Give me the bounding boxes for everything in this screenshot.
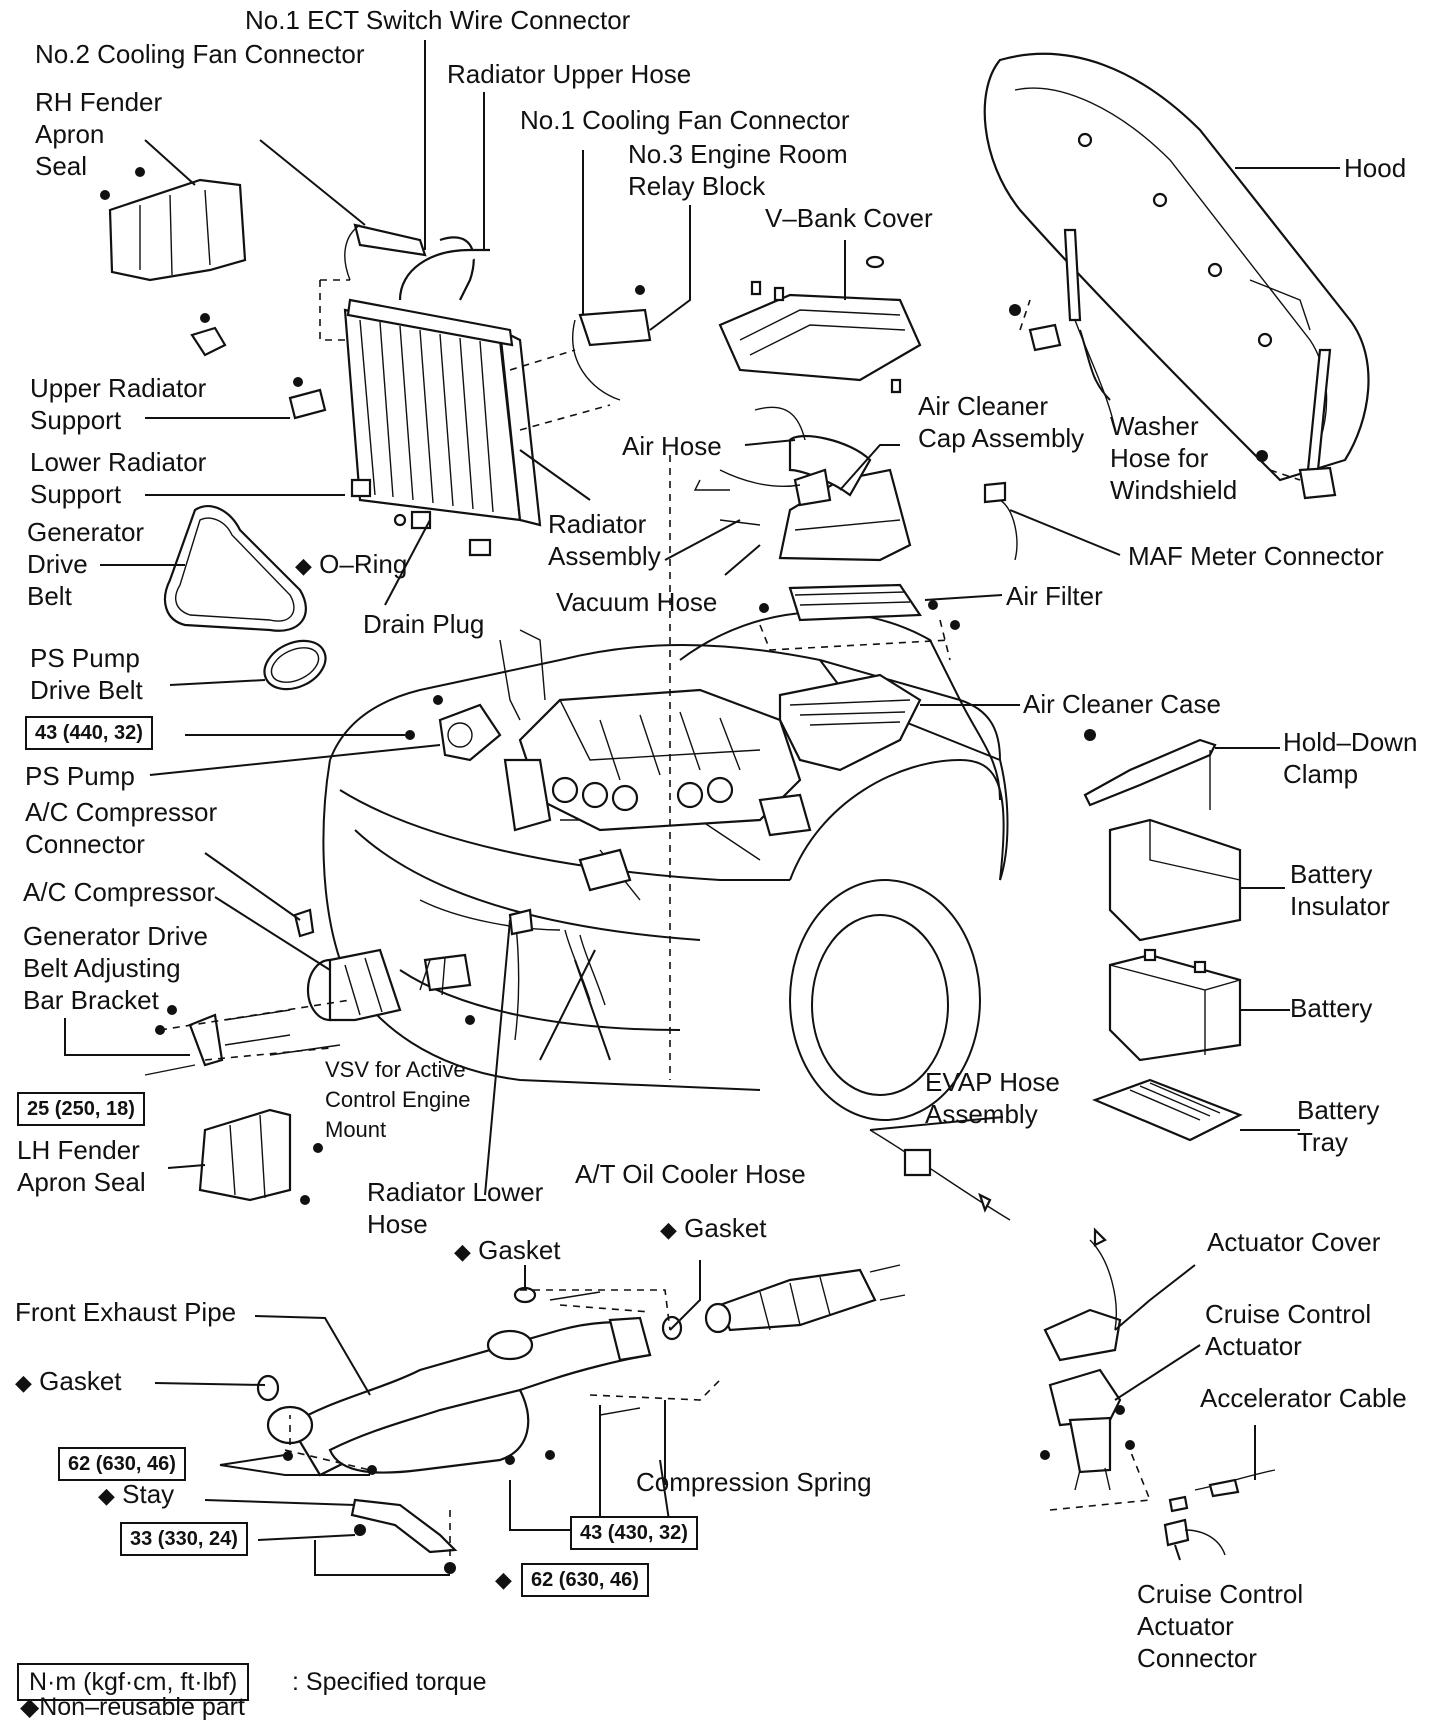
label-hold-down-clamp: Hold–Down Clamp: [1283, 727, 1418, 789]
label-stay-text: Stay: [122, 1479, 175, 1509]
legend-non-reusable: ◆Non–reusable part: [20, 1693, 245, 1721]
non-reusable-mark: ◆: [660, 1217, 677, 1242]
label-battery-tray: Battery Tray: [1297, 1095, 1380, 1157]
rh-fender-apron-seal-shape: [100, 167, 247, 357]
label-front-exhaust-pipe: Front Exhaust Pipe: [15, 1297, 237, 1327]
stay-shape: [350, 1498, 458, 1574]
ac-compressor-shape: [293, 908, 402, 1022]
label-stay: ◆ Stay: [98, 1478, 174, 1512]
label-battery-insulator: Battery Insulator: [1290, 859, 1390, 921]
generator-bracket-shape: [144, 1005, 341, 1076]
hold-down-clamp-shape: [1083, 729, 1217, 810]
ps-pump-shape: [405, 629, 546, 762]
label-compression-spring: Compression Spring: [636, 1467, 872, 1497]
battery-insulator-shape: [1108, 818, 1242, 942]
air-cleaner-case-shape: [778, 673, 922, 772]
actuator-cover-shape: [1043, 1227, 1122, 1362]
label-no1-ect-switch: No.1 ECT Switch Wire Connector: [245, 5, 631, 35]
label-at-oil-cooler-hose: A/T Oil Cooler Hose: [575, 1159, 806, 1189]
label-ps-pump: PS Pump: [25, 761, 135, 791]
label-gasket-left: ◆ Gasket: [15, 1365, 122, 1399]
label-accelerator-cable: Accelerator Cable: [1200, 1383, 1407, 1413]
label-gasket-right-text: Gasket: [684, 1213, 767, 1243]
cruise-control-connector-shape: [1163, 1518, 1226, 1556]
label-generator-bracket: Generator Drive Belt Adjusting Bar Brack…: [23, 921, 208, 1015]
label-upper-radiator-support: Upper Radiator Support: [30, 373, 207, 435]
label-o-ring: ◆ O–Ring: [295, 548, 407, 582]
label-lower-radiator-support: Lower Radiator Support: [30, 447, 207, 509]
assembly-dashed-lines: [159, 279, 1301, 1560]
evap-hose-shape: [869, 1129, 1011, 1221]
label-v-bank-cover: V–Bank Cover: [765, 203, 933, 233]
label-vsv: VSV for Active Control Engine Mount: [325, 1057, 471, 1142]
vsv-shape: [419, 953, 475, 1025]
label-air-hose: Air Hose: [622, 431, 722, 461]
engine-block: [503, 688, 812, 892]
label-lh-fender-apron-seal: LH Fender Apron Seal: [17, 1135, 146, 1197]
v-bank-cover-shape: [718, 255, 922, 394]
label-vacuum-hose: Vacuum Hose: [556, 587, 718, 617]
torque-box-exhaust-left: 62 (630, 46): [58, 1447, 186, 1481]
label-air-filter: Air Filter: [1006, 581, 1103, 611]
torque-box-exhaust-bottom: 62 (630, 46): [521, 1563, 649, 1597]
hood-shape: [983, 52, 1370, 500]
label-hood: Hood: [1344, 153, 1407, 183]
air-cleaner-cap-shape: [693, 406, 1018, 562]
label-ac-compressor-connector: A/C Compressor Connector: [25, 797, 218, 859]
legend-unit-text: : Specified torque: [292, 1668, 487, 1696]
non-reusable-mark: ◆: [495, 1567, 512, 1592]
label-battery: Battery: [1290, 993, 1373, 1023]
battery-tray-shape: [1091, 1078, 1243, 1142]
connectors-near-radiator: [344, 223, 652, 401]
label-o-ring-text: O–Ring: [319, 549, 408, 579]
leader-lines: [64, 40, 1340, 1576]
non-reusable-mark: ◆: [15, 1370, 32, 1395]
label-radiator-upper-hose: Radiator Upper Hose: [447, 59, 692, 89]
catalytic-converter-shape: [704, 1264, 906, 1334]
accelerator-cable-shape: [1168, 1469, 1276, 1513]
label-gasket-left-text: Gasket: [39, 1366, 122, 1396]
car-body-outline: [322, 611, 1009, 1121]
front-exhaust-pipe-shape: [256, 1286, 683, 1477]
label-gasket-upper: ◆ Gasket: [454, 1234, 561, 1268]
label-maf-meter: MAF Meter Connector: [1128, 541, 1384, 571]
torque-box-exhaust-right: 43 (430, 32): [570, 1516, 698, 1550]
non-reusable-mark: ◆: [454, 1239, 471, 1264]
label-generator-drive-belt: Generator Drive Belt: [27, 517, 145, 611]
label-air-cleaner-case: Air Cleaner Case: [1023, 689, 1221, 719]
label-drain-plug: Drain Plug: [363, 609, 485, 639]
torque-box-stay: 33 (330, 24): [120, 1522, 248, 1556]
label-no1-cooling-fan: No.1 Cooling Fan Connector: [520, 105, 850, 135]
torque-box-bracket: 25 (250, 18): [17, 1092, 145, 1126]
belts-shape: [163, 504, 327, 691]
label-no2-cooling-fan: No.2 Cooling Fan Connector: [35, 39, 365, 69]
non-reusable-mark: ◆: [295, 553, 312, 578]
label-ac-compressor: A/C Compressor: [23, 877, 216, 907]
label-air-cleaner-cap: Air Cleaner Cap Assembly: [918, 391, 1085, 453]
label-cruise-control-actuator: Cruise Control Actuator: [1205, 1299, 1372, 1361]
label-evap-hose: EVAP Hose Assembly: [925, 1067, 1060, 1129]
label-gasket-right: ◆ Gasket: [660, 1212, 767, 1246]
air-filter-shape: [759, 583, 960, 630]
label-radiator-assembly: Radiator Assembly: [548, 509, 661, 571]
lh-fender-apron-seal-shape: [198, 1108, 323, 1205]
label-washer-hose: Washer Hose for Windshield: [1110, 411, 1238, 505]
battery-shape: [1108, 948, 1242, 1062]
label-gasket-upper-text: Gasket: [478, 1235, 561, 1265]
label-rh-fender-apron-seal: RH Fender Apron Seal: [35, 87, 163, 181]
label-actuator-cover: Actuator Cover: [1207, 1227, 1381, 1257]
label-no3-relay-block: No.3 Engine Room Relay Block: [628, 139, 848, 201]
radiator-shape: [288, 236, 542, 557]
label-ps-pump-drive-belt: PS Pump Drive Belt: [30, 643, 143, 705]
label-cruise-control-connector: Cruise Control Actuator Connector: [1137, 1579, 1304, 1673]
non-reusable-mark: ◆: [98, 1483, 115, 1508]
torque-box-ps-pump: 43 (440, 32): [25, 716, 153, 750]
legend-unit-box: N·m (kgf·cm, ft·lbf): [17, 1663, 250, 1701]
label-radiator-lower-hose: Radiator Lower Hose: [367, 1177, 544, 1239]
cruise-control-actuator-shape: [1040, 1368, 1135, 1491]
